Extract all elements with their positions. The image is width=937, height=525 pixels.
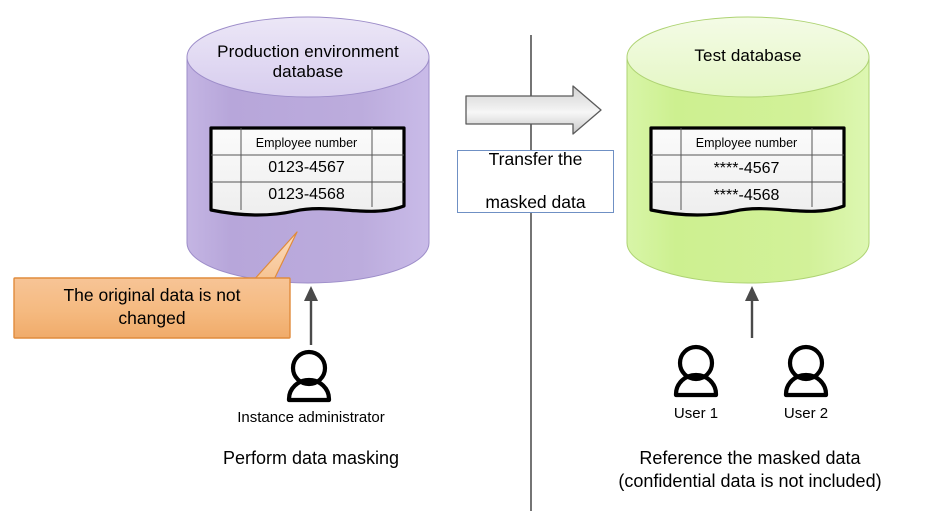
production-database-title: Production environment database bbox=[188, 42, 428, 82]
users-to-test-arrow bbox=[745, 286, 759, 338]
production-data-table-shape bbox=[209, 126, 406, 217]
callout-text-line1: The original data is not bbox=[63, 285, 241, 305]
production-table-row-1-value: 0123-4568 bbox=[268, 186, 345, 203]
user-1-label: User 1 bbox=[673, 405, 719, 422]
test-table-header-employee-number: Employee number bbox=[695, 136, 798, 150]
reference-masked-data-caption-line2: (confidential data is not included) bbox=[618, 470, 882, 491]
instance-administrator-label: Instance administrator bbox=[237, 409, 385, 426]
perform-data-masking-caption: Perform data masking bbox=[222, 448, 400, 468]
callout-original-data bbox=[13, 231, 298, 339]
production-table-header-employee-number: Employee number bbox=[255, 136, 358, 150]
right-arrow-icon bbox=[465, 85, 602, 135]
test-data-table-shape bbox=[649, 126, 846, 217]
transfer-masked-data-box: Transfer the masked data bbox=[457, 148, 614, 213]
callout-text: The original data is not changed bbox=[16, 284, 288, 330]
transfer-label-line2: masked data bbox=[485, 192, 586, 213]
test-table-row-1-value: ****-4568 bbox=[713, 187, 780, 204]
callout-text-line2: changed bbox=[118, 307, 186, 328]
admin-to-production-arrow bbox=[304, 286, 318, 345]
test-table-row-0-value: ****-4567 bbox=[713, 160, 780, 177]
person-icon-instance-administrator bbox=[286, 349, 332, 403]
production-database-title-line2: database bbox=[272, 62, 344, 82]
production-table-row-0-value: 0123-4567 bbox=[268, 159, 345, 176]
test-database-title: Test database bbox=[694, 46, 802, 65]
user-2-label: User 2 bbox=[783, 405, 829, 422]
reference-masked-data-caption-line1: Reference the masked data bbox=[639, 448, 861, 468]
reference-masked-data-caption: Reference the masked data (confidential … bbox=[565, 447, 935, 492]
production-database-title-line1: Production environment bbox=[217, 42, 399, 61]
transfer-label-line1: Transfer the bbox=[488, 148, 583, 169]
person-icon-user-2 bbox=[783, 344, 829, 398]
person-icon-user-1 bbox=[673, 344, 719, 398]
